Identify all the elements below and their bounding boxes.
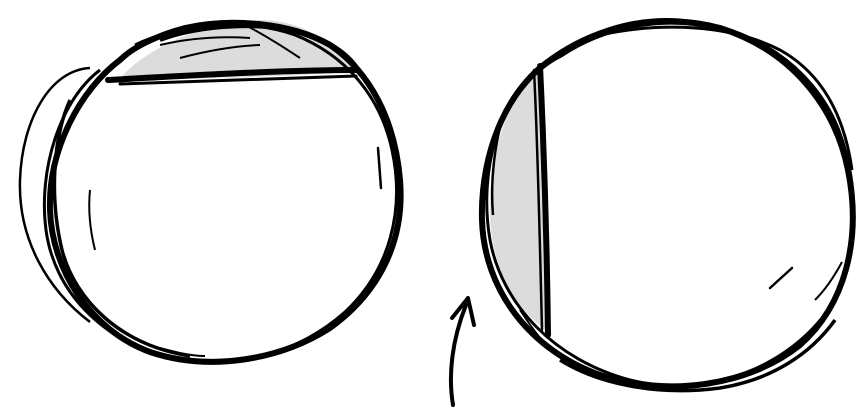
right-circle-tick-1 (770, 268, 792, 288)
curved-arrow-shaft (451, 305, 466, 405)
left-circle-tick-1 (378, 148, 381, 188)
curved-arrow (451, 298, 474, 405)
left-circle-outline-4 (54, 100, 190, 356)
right-circle (482, 19, 854, 390)
right-circle-outline-5 (560, 320, 835, 391)
left-circle (20, 20, 401, 362)
left-circle-tick-3 (89, 190, 95, 250)
